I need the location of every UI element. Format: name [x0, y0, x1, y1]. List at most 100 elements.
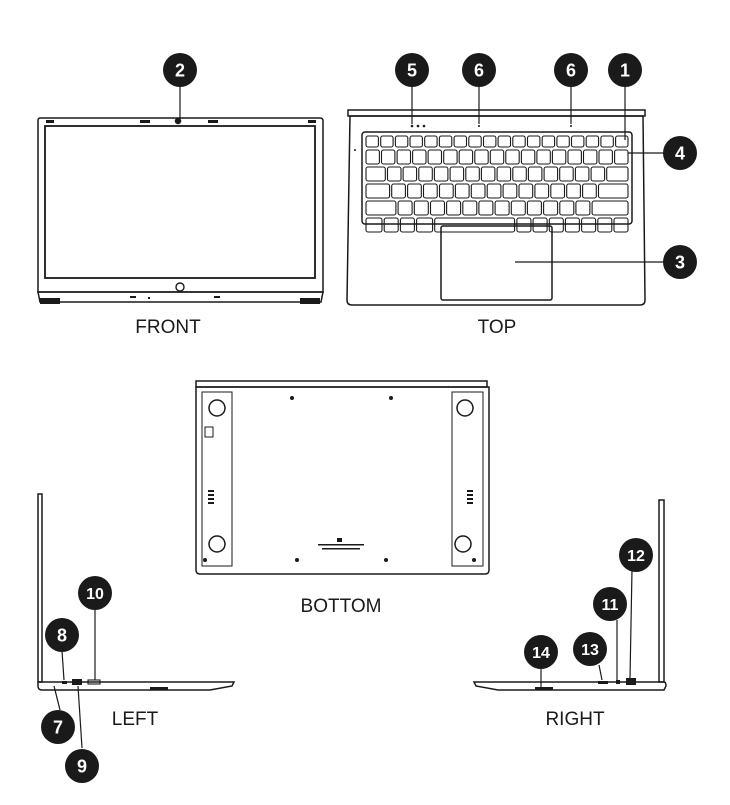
- left-caption: LEFT: [112, 709, 159, 730]
- foot-bottom-right: [454, 535, 472, 553]
- regulatory-markings: [318, 538, 364, 550]
- svg-text:8: 8: [57, 626, 67, 646]
- status-light-3: [422, 124, 426, 128]
- right-foot: [535, 687, 553, 690]
- keyboard-key: [443, 149, 458, 165]
- left-view: [37, 493, 236, 691]
- keyboard-key: [474, 149, 489, 165]
- callout-marker-7: 7: [41, 710, 75, 744]
- status-light-2: [416, 124, 420, 128]
- keyboard-key: [550, 183, 566, 199]
- callout-marker-4: 4: [663, 136, 697, 170]
- top-body-outline: [346, 115, 646, 306]
- svg-text:5: 5: [407, 61, 417, 81]
- keyboard-key: [365, 166, 386, 182]
- left-port-power: [62, 681, 67, 684]
- keyboard-key: [532, 217, 548, 233]
- keyboard-key: [468, 135, 482, 148]
- svg-text:14: 14: [532, 645, 550, 662]
- keyboard-key: [438, 183, 454, 199]
- keyboard-key: [606, 166, 629, 182]
- callout-marker-3: 3: [663, 245, 697, 279]
- keyboard-key: [516, 217, 532, 233]
- keyboard-key: [465, 166, 480, 182]
- right-caption: RIGHT: [545, 709, 605, 730]
- bottom-inner-left: [201, 391, 233, 567]
- callout-marker-8: 8: [45, 618, 79, 652]
- keyboard-key: [486, 183, 502, 199]
- keyboard-key: [433, 166, 449, 182]
- keyboard-key: [365, 200, 397, 216]
- keyboard-area: [361, 131, 633, 225]
- front-indicator-3: [214, 296, 220, 298]
- top-view: [346, 109, 646, 306]
- keyboard-key: [551, 149, 567, 165]
- keyboard-key: [582, 149, 598, 165]
- svg-text:2: 2: [175, 61, 185, 81]
- svg-text:11: 11: [602, 597, 619, 614]
- svg-text:3: 3: [675, 253, 685, 273]
- svg-text:9: 9: [77, 757, 87, 777]
- keyboard-key: [422, 183, 438, 199]
- right-port-card: [598, 681, 608, 684]
- keyboard-key: [598, 149, 613, 165]
- keyboard-key: [590, 166, 606, 182]
- keyboard-key: [454, 183, 470, 199]
- svg-text:4: 4: [675, 144, 685, 164]
- keyboard-key: [543, 166, 559, 182]
- right-lid: [658, 499, 665, 683]
- keyboard-key: [512, 166, 527, 182]
- keyboard-key: [600, 135, 614, 148]
- svg-text:12: 12: [627, 548, 645, 565]
- keyboard-key: [585, 135, 600, 148]
- svg-text:6: 6: [566, 61, 576, 81]
- keyboard-key: [496, 166, 512, 182]
- keyboard-key: [502, 183, 518, 199]
- keyboard-key: [462, 200, 478, 216]
- keyboard-key: [397, 200, 413, 216]
- keyboard-key: [597, 217, 613, 233]
- keyboard-key: [365, 149, 380, 165]
- front-indicator-1: [130, 296, 136, 298]
- bottom-inner-right: [451, 391, 484, 567]
- keyboard-key: [575, 200, 591, 216]
- keyboard-key: [365, 217, 383, 233]
- svg-text:6: 6: [474, 61, 484, 81]
- keyboard-key: [566, 183, 581, 199]
- bottom-caption: BOTTOM: [301, 596, 382, 617]
- keyboard-key: [527, 166, 543, 182]
- callout-marker-9: 9: [65, 749, 99, 783]
- keyboard-key: [396, 149, 412, 165]
- keyboard-key: [614, 149, 629, 165]
- right-base: [472, 681, 667, 691]
- front-bezel-notch-3: [208, 120, 218, 123]
- keyboard-key: [449, 166, 465, 182]
- left-lid: [37, 493, 43, 683]
- status-light-1: [410, 124, 414, 128]
- speaker-hole-right: [570, 125, 572, 127]
- bottom-body-outline: [195, 386, 490, 575]
- bottom-hinge: [195, 380, 488, 388]
- keyboard-key: [394, 135, 409, 148]
- keyboard-key: [520, 149, 536, 165]
- front-foot-left: [40, 298, 60, 304]
- keyboard-key: [597, 183, 629, 199]
- keyboard-key: [416, 217, 434, 233]
- speaker-hole-left: [478, 125, 480, 127]
- keyboard-key: [380, 135, 394, 148]
- keyboard-key: [591, 200, 629, 216]
- keyboard-key: [478, 200, 494, 216]
- keyboard-key: [402, 166, 418, 182]
- front-screen: [44, 125, 316, 279]
- keyboard-key: [407, 183, 422, 199]
- keyboard-key: [567, 149, 582, 165]
- front-logo-icon: [175, 282, 185, 292]
- svg-text:10: 10: [86, 586, 104, 603]
- keyboard-key: [582, 183, 597, 199]
- keyboard-key: [548, 217, 564, 233]
- keyboard-key: [365, 183, 391, 199]
- keyboard-key: [615, 135, 629, 148]
- keyboard-key: [494, 200, 510, 216]
- keyboard-key: [543, 200, 559, 216]
